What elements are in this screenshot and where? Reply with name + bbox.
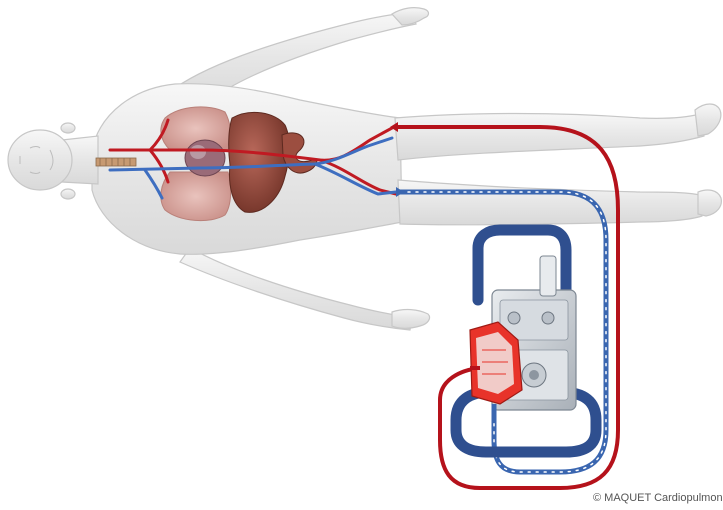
copyright-notice: © MAQUET Cardiopulmona — [593, 492, 723, 504]
ecmo-device — [456, 230, 596, 452]
heart — [185, 140, 225, 176]
airway — [96, 158, 136, 166]
